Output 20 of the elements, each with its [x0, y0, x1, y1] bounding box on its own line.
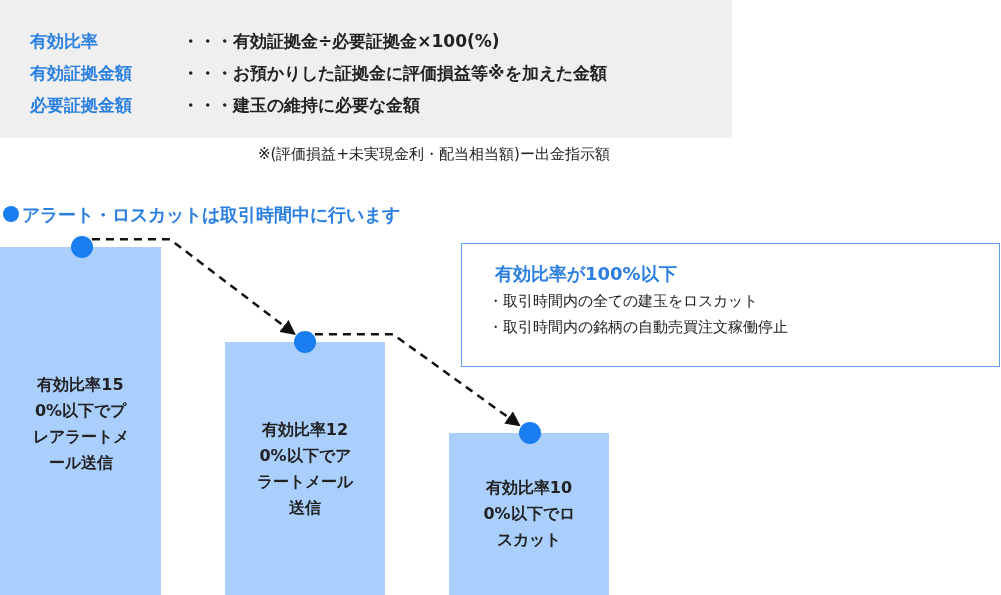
- level-bar: [225, 342, 385, 595]
- level-bar: [0, 247, 161, 595]
- definition: ・・・有効証拠金÷必要証拠金×100(%): [182, 30, 500, 53]
- info-item: ・取引時間内の銘柄の自動売買注文稼働停止: [488, 318, 788, 337]
- term: 有効証拠金額: [30, 62, 132, 85]
- section-heading: アラート・ロスカットは取引時間中に行います: [22, 203, 400, 227]
- term: 有効比率: [30, 30, 98, 53]
- definition: ・・・お預かりした証拠金に評価損益等※を加えた金額: [182, 62, 607, 85]
- arrow: [314, 333, 521, 427]
- term: 必要証拠金額: [30, 94, 132, 117]
- level-description: 有効比率100%以下でロスカット: [482, 477, 576, 551]
- level-bar: [449, 433, 609, 595]
- arrow: [91, 238, 296, 336]
- info-heading: 有効比率が100%以下: [495, 262, 677, 286]
- level-description: 有効比率120%以下でアラートメール送信: [256, 419, 354, 519]
- definition: ・・・建玉の維持に必要な金額: [182, 94, 420, 117]
- level-description: 有効比率150%以下でプレアラートメール送信: [31, 374, 130, 474]
- footnote: ※(評価損益+未実現金利・配当相当額)ー出金指示額: [258, 145, 610, 164]
- info-box: [461, 243, 1000, 367]
- info-item: ・取引時間内の全ての建玉をロスカット: [488, 292, 758, 311]
